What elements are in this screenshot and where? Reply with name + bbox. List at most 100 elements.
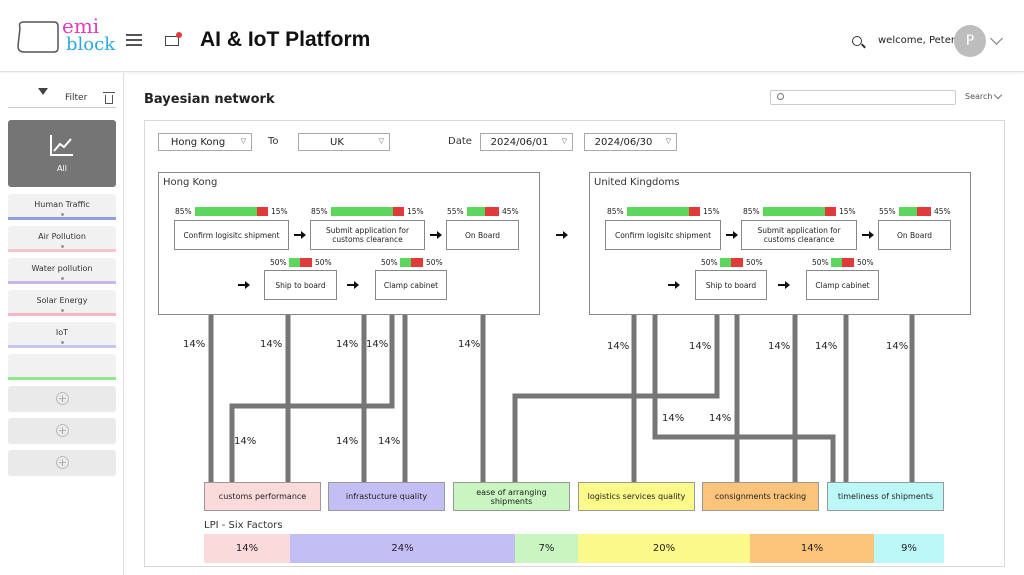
add-item-button[interactable]: + bbox=[8, 450, 116, 476]
probability-bar bbox=[763, 207, 836, 216]
notification-dot bbox=[176, 32, 182, 38]
factor-logistics-services[interactable]: logistics services quality bbox=[578, 482, 695, 511]
node-on-board[interactable]: On Board bbox=[446, 220, 519, 250]
edge-weight-label: 14% bbox=[815, 341, 838, 352]
node-clamp-cabinet[interactable]: Clamp cabinet bbox=[375, 270, 447, 300]
trash-icon[interactable] bbox=[103, 92, 115, 104]
end-date-select[interactable]: 2024/06/30 ▽ bbox=[584, 133, 677, 151]
welcome-text: welcome, Peter~ bbox=[878, 35, 964, 46]
start-date-select[interactable]: 2024/06/01 ▽ bbox=[480, 133, 573, 151]
factor-label: consignments tracking bbox=[714, 492, 807, 501]
filter-icon bbox=[38, 88, 48, 95]
arrow-icon bbox=[347, 281, 359, 289]
sidebar-item-all[interactable]: All bbox=[8, 120, 116, 187]
sidebar-item-iot[interactable]: IoT bbox=[8, 322, 116, 348]
node-label: Ship to board bbox=[705, 280, 757, 290]
sidebar-item-label: Human Traffic bbox=[34, 200, 90, 209]
from-select[interactable]: Hong Kong ▽ bbox=[158, 133, 252, 151]
node-pct-left: 50% bbox=[270, 258, 287, 267]
arrow-icon bbox=[668, 281, 680, 289]
divider bbox=[8, 107, 116, 108]
search-icon[interactable] bbox=[852, 36, 862, 46]
add-item-button[interactable]: + bbox=[8, 418, 116, 444]
factor-ease-of-arranging[interactable]: ease of arranging shipments bbox=[453, 482, 570, 511]
probability-bar bbox=[289, 258, 312, 267]
arrow-icon bbox=[778, 281, 790, 289]
node-pct-right: 15% bbox=[271, 207, 288, 216]
color-bar bbox=[8, 313, 116, 316]
page-title: Bayesian network bbox=[144, 92, 275, 107]
node-pct-right: 15% bbox=[407, 207, 424, 216]
app-header: emi block AI & IoT Platform welcome, Pet… bbox=[0, 0, 1024, 72]
lpi-segment: 20% bbox=[578, 534, 750, 563]
menu-icon[interactable] bbox=[126, 34, 142, 46]
probability-bar bbox=[195, 207, 268, 216]
logo[interactable]: emi block bbox=[14, 14, 115, 58]
lpi-segment: 14% bbox=[750, 534, 874, 563]
probability-bar bbox=[899, 207, 931, 216]
avatar[interactable]: P bbox=[954, 25, 986, 57]
factor-infrastructure-quality[interactable]: infrastucture quality bbox=[328, 482, 445, 511]
plus-icon: + bbox=[56, 392, 69, 405]
node-ship-to-board[interactable]: Ship to board bbox=[695, 270, 767, 300]
edge-weight-label: 14% bbox=[458, 339, 481, 350]
color-bar bbox=[8, 249, 116, 252]
node-clamp-cabinet[interactable]: Clamp cabinet bbox=[806, 270, 879, 300]
app-title: AI & IoT Platform bbox=[200, 28, 371, 51]
plus-icon: + bbox=[56, 456, 69, 469]
node-label: Clamp cabinet bbox=[815, 280, 870, 290]
factor-customs-performance[interactable]: customs performance bbox=[204, 482, 321, 511]
lpi-segment: 24% bbox=[290, 534, 515, 563]
probability-bar bbox=[627, 207, 700, 216]
sidebar-item-solar-energy[interactable]: Solar Energy bbox=[8, 290, 116, 316]
node-confirm-shipment[interactable]: Confirm logisitc shipment bbox=[174, 220, 289, 250]
caret-down-icon: ▽ bbox=[378, 137, 384, 145]
node-pct-left: 85% bbox=[607, 207, 624, 216]
to-label: To bbox=[268, 136, 279, 147]
sidebar-item-label: Water pollution bbox=[31, 264, 93, 273]
node-submit-customs[interactable]: Submit application for customs clearance bbox=[741, 220, 857, 250]
arrow-icon bbox=[556, 231, 568, 239]
node-confirm-shipment[interactable]: Confirm logisitc shipment bbox=[605, 220, 721, 250]
probability-bar bbox=[831, 258, 854, 267]
search-input[interactable] bbox=[770, 90, 956, 105]
add-item-button[interactable]: + bbox=[8, 386, 116, 412]
edge-weight-label: 14% bbox=[378, 436, 401, 447]
edge-weight-label: 14% bbox=[336, 436, 359, 447]
sidebar-item-air-pollution[interactable]: Air Pollution bbox=[8, 226, 116, 252]
node-pct-left: 85% bbox=[311, 207, 328, 216]
edge-weight-label: 14% bbox=[234, 436, 257, 447]
factor-label: logistics services quality bbox=[587, 492, 686, 501]
node-pct-right: 50% bbox=[315, 258, 332, 267]
sidebar-item-label: IoT bbox=[55, 328, 69, 337]
sidebar-item-empty[interactable] bbox=[8, 354, 116, 380]
select-value: 2024/06/01 bbox=[490, 137, 549, 148]
filter-button[interactable]: Filter bbox=[8, 79, 116, 103]
to-select[interactable]: UK ▽ bbox=[298, 133, 390, 151]
node-ship-to-board[interactable]: Ship to board bbox=[264, 270, 337, 300]
sidebar-item-label: Solar Energy bbox=[36, 296, 88, 305]
probability-bar bbox=[400, 258, 423, 267]
mail-icon[interactable] bbox=[165, 36, 179, 46]
node-label: Ship to board bbox=[275, 280, 326, 290]
node-on-board[interactable]: On Board bbox=[878, 220, 951, 250]
caret-down-icon: ▽ bbox=[561, 137, 567, 145]
factor-label: customs performance bbox=[218, 492, 307, 501]
edge-weight-label: 14% bbox=[366, 339, 389, 350]
sidebar: Filter All Human Traffic Air Pollution W… bbox=[0, 73, 124, 575]
dot-icon bbox=[61, 245, 64, 248]
search-label[interactable]: Search bbox=[965, 92, 993, 101]
factor-timeliness[interactable]: timeliness of shipments bbox=[827, 482, 944, 511]
node-label: Confirm logisitc shipment bbox=[183, 230, 280, 240]
edge-weight-label: 14% bbox=[689, 341, 712, 352]
color-bar bbox=[8, 377, 116, 380]
node-submit-customs[interactable]: Submit application for customs clearance bbox=[310, 220, 425, 250]
node-pct-left: 55% bbox=[879, 207, 896, 216]
edge-weight-label: 14% bbox=[662, 413, 685, 424]
sidebar-item-human-traffic[interactable]: Human Traffic bbox=[8, 194, 116, 220]
factor-consignments-tracking[interactable]: consignments tracking bbox=[702, 482, 819, 511]
node-label: Submit application for customs clearance bbox=[757, 226, 841, 244]
edge bbox=[229, 270, 395, 482]
sidebar-item-water-pollution[interactable]: Water pollution bbox=[8, 258, 116, 284]
probability-bar bbox=[331, 207, 404, 216]
